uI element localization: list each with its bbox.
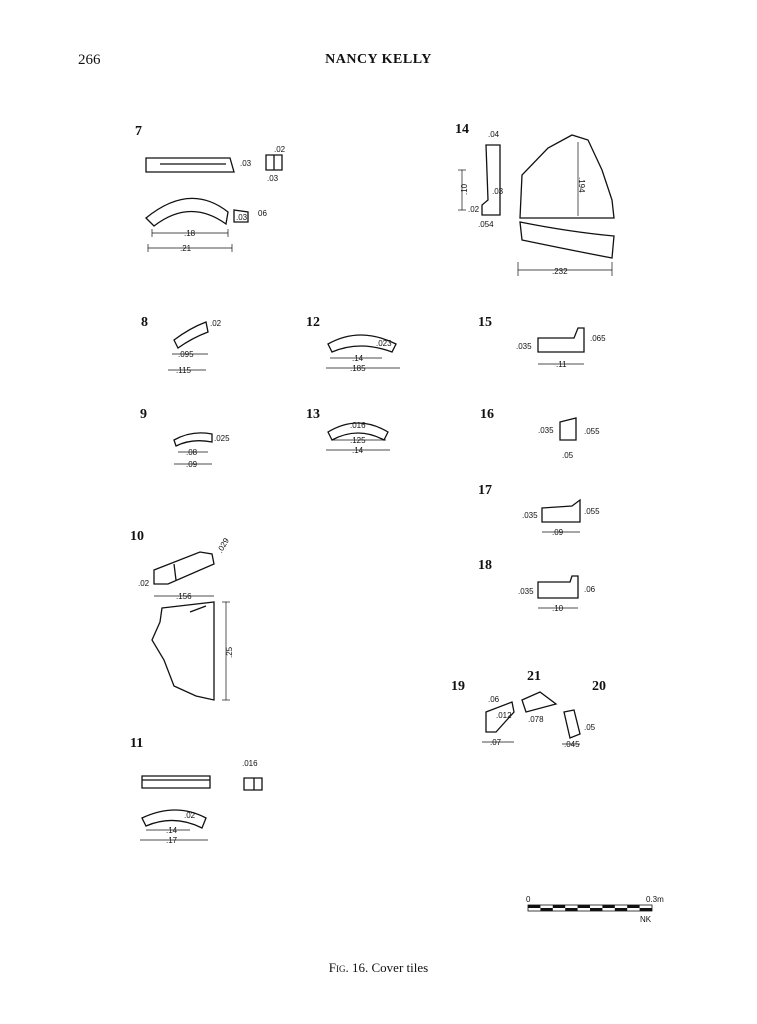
dim-12-a: .023 xyxy=(376,339,392,348)
tile-14: 14 .04 .10 .03 .02 .054 .194 .232 xyxy=(455,122,615,276)
dim-17-c: .09 xyxy=(552,528,564,537)
dim-8-c: .115 xyxy=(176,366,192,375)
scale-start-label: 0 xyxy=(526,895,531,904)
dim-19-a: .06 xyxy=(488,695,500,704)
dim-12-b: .14 xyxy=(352,354,364,363)
dim-7-d: .03 xyxy=(236,213,248,222)
tile-17: 17 .035 .055 .09 xyxy=(478,483,600,537)
caption-label: Fig. 16. xyxy=(328,960,369,975)
dim-11-a: .016 xyxy=(242,759,258,768)
figure-number-16: 16 xyxy=(480,407,494,422)
tile-18: 18 .035 .06 .10 xyxy=(478,558,596,613)
figure-number-10: 10 xyxy=(130,529,144,544)
dim-10-a: .029 xyxy=(215,536,231,554)
dim-16-c: .05 xyxy=(562,451,574,460)
figure-number-12: 12 xyxy=(306,315,320,330)
dim-13-c: .14 xyxy=(352,446,364,455)
figure-number-11: 11 xyxy=(130,736,143,751)
page-number: 266 xyxy=(78,52,101,68)
dim-13-b: .125 xyxy=(350,436,366,445)
scale-bar: 0 0.3m NK xyxy=(526,895,664,924)
dim-8-a: .02 xyxy=(210,319,222,328)
dim-17-b: .055 xyxy=(584,507,600,516)
running-head: NANCY KELLY xyxy=(325,52,432,67)
dim-14-e: .054 xyxy=(478,220,494,229)
scale-initials: NK xyxy=(640,915,652,924)
dim-12-c: .185 xyxy=(350,364,366,373)
dim-15-c: .11 xyxy=(556,360,567,369)
tile-8: 8 .02 .095 .115 xyxy=(141,315,222,375)
tile-10: 10 .029 .02 .156 .25 xyxy=(130,529,234,701)
dim-11-d: .17 xyxy=(166,836,178,845)
dim-20-a: .05 xyxy=(584,723,596,732)
figure-number-20: 20 xyxy=(592,679,606,694)
dim-8-b: .095 xyxy=(178,350,194,359)
tile-19-20-21: 19 21 20 .06 .012 .07 .078 .05 .045 xyxy=(451,669,606,749)
dim-14-a: .04 xyxy=(488,130,500,139)
dim-14-g: .232 xyxy=(552,267,568,276)
dim-16-b: .055 xyxy=(584,427,600,436)
dim-14-f: .194 xyxy=(577,177,586,193)
dim-9-a: .025 xyxy=(214,434,230,443)
dim-15-a: .035 xyxy=(516,342,532,351)
dim-15-b: .065 xyxy=(590,334,606,343)
dim-10-d: .25 xyxy=(225,646,234,658)
figure-number-19: 19 xyxy=(451,679,465,694)
dim-16-a: .035 xyxy=(538,426,554,435)
dim-13-a: .016 xyxy=(350,421,366,430)
caption-text: Cover tiles xyxy=(371,960,429,975)
tile-9: 9 .025 .08 .09 xyxy=(140,407,230,469)
dim-19-b: .012 xyxy=(496,711,512,720)
figure-number-18: 18 xyxy=(478,558,492,573)
dim-20-b: .045 xyxy=(564,740,580,749)
dim-14-b: .10 xyxy=(460,183,469,195)
figure-caption: Fig. 16. Cover tiles xyxy=(0,960,757,976)
dim-7-e: 06 xyxy=(258,209,267,218)
dim-18-b: .06 xyxy=(584,585,596,594)
tile-16: 16 .035 .055 .05 xyxy=(480,407,600,460)
figure-number-14: 14 xyxy=(455,122,469,137)
dim-11-c: .14 xyxy=(166,826,178,835)
tile-15: 15 .035 .065 .11 xyxy=(478,315,606,369)
scale-end-label: 0.3m xyxy=(646,895,664,904)
dim-9-b: .08 xyxy=(186,448,198,457)
figure-number-21: 21 xyxy=(527,669,541,684)
figure-number-15: 15 xyxy=(478,315,492,330)
dim-7-f: .18 xyxy=(184,229,196,238)
figure-number-13: 13 xyxy=(306,407,320,422)
dim-11-b: .02 xyxy=(184,811,196,820)
dim-10-c: .156 xyxy=(176,592,192,601)
dim-7-b: .03 xyxy=(240,159,252,168)
figure-number-9: 9 xyxy=(140,407,147,422)
figure-number-8: 8 xyxy=(141,315,148,330)
tile-13: 13 .016 .125 .14 xyxy=(306,407,390,455)
dim-14-d: .02 xyxy=(468,205,480,214)
dim-21-a: .078 xyxy=(528,715,544,724)
dim-17-a: .035 xyxy=(522,511,538,520)
dim-7-g: .21 xyxy=(180,244,192,253)
tile-11: 11 .016 .02 .14 .17 xyxy=(130,736,263,845)
figure-number-17: 17 xyxy=(478,483,492,498)
tile-12: 12 .023 .14 .185 xyxy=(306,315,400,373)
dim-19-c: .07 xyxy=(490,738,502,747)
dim-18-a: .035 xyxy=(518,587,534,596)
dim-14-c: .03 xyxy=(492,187,504,196)
dim-18-c: .10 xyxy=(552,604,564,613)
figure-number-7: 7 xyxy=(135,124,142,139)
dim-7-a: .02 xyxy=(274,145,286,154)
dim-10-b: .02 xyxy=(138,579,150,588)
dim-7-c: .03 xyxy=(267,174,279,183)
tile-7: 7 .02 .03 .03 .03 06 .18 .21 xyxy=(135,124,286,253)
dim-9-c: .09 xyxy=(186,460,198,469)
